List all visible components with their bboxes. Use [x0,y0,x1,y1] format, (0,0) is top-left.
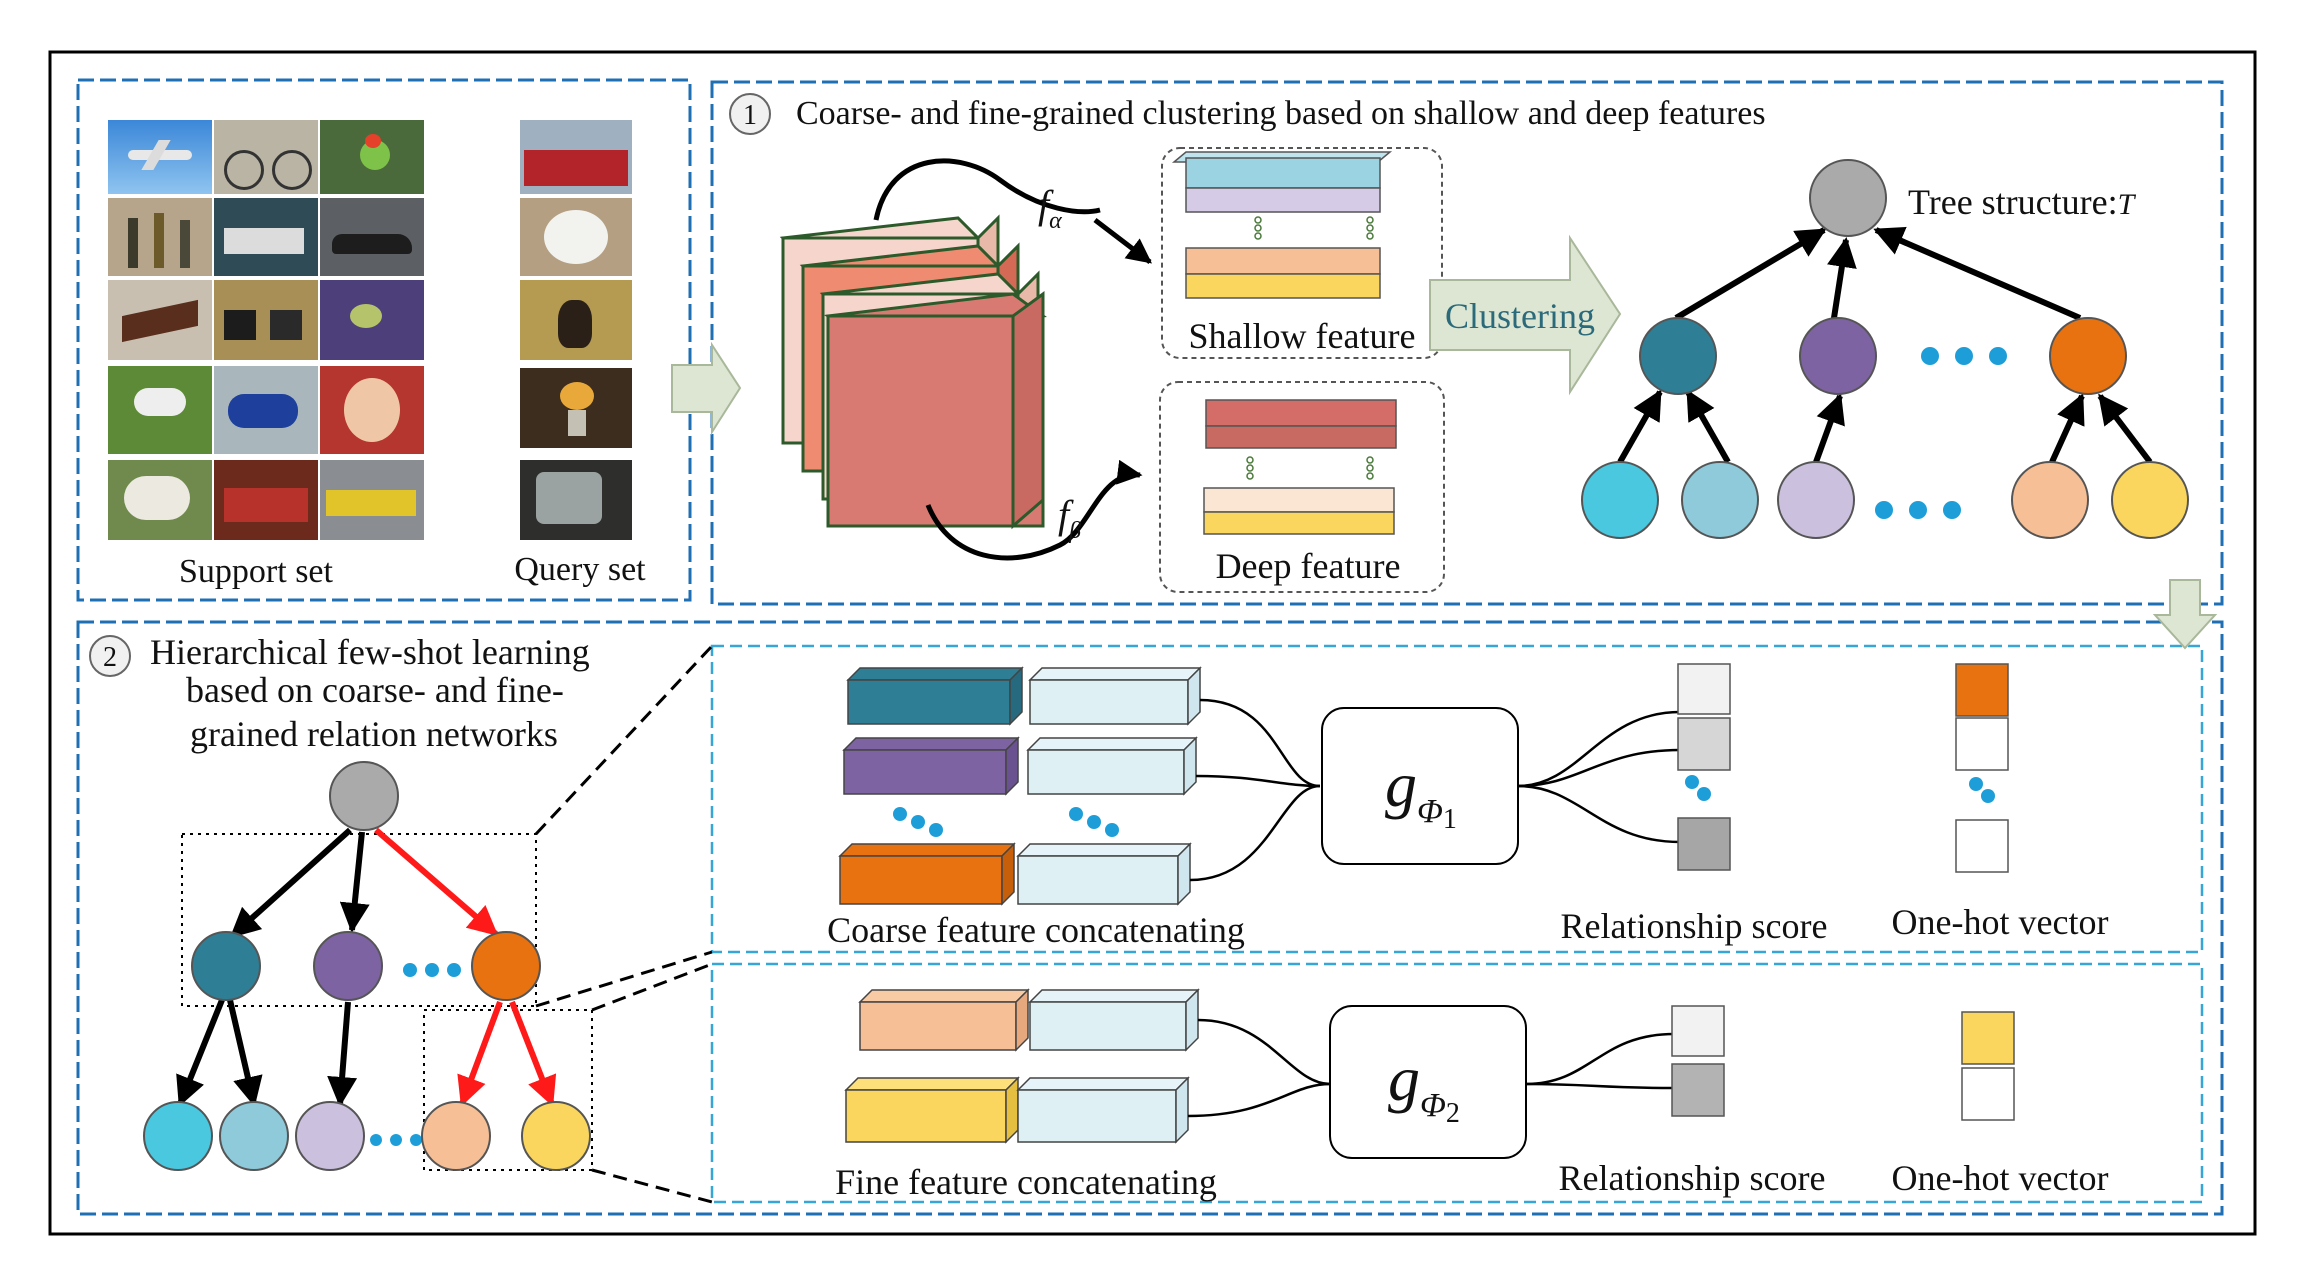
tree-leaf-cyan [1581,461,1659,539]
step1-title: Coarse- and fine-grained clustering base… [796,95,1766,132]
deep-feature-label: Deep feature [1216,546,1401,586]
tree-leaf-lavender [1777,461,1855,539]
tree-node-teal [1639,317,1717,395]
deep-feature-links [1246,456,1374,480]
fine-subpanel [710,962,2204,1204]
support-image-bicycle [214,120,318,194]
support-set-label: Support set [179,553,334,590]
support-image-chair [108,280,212,360]
tree-node-orange [2049,317,2127,395]
fine-connectors [1187,1018,1675,1118]
panel-arrow-right [671,341,742,436]
step1-number-circle [729,93,771,135]
step2-title-line1: Hierarchical few-shot learning [150,632,590,672]
step2-title-line2: based on coarse- and fine- [186,670,564,710]
query-set-label: Query set [514,551,646,588]
support-image-cows [214,280,318,360]
cnn-feature-maps [779,214,1047,530]
g-phi2-label: gΦ2 [1388,1043,1460,1129]
tree-root-node [1809,159,1887,237]
coarse-onehot-label: One-hot vector [1892,902,2109,942]
f-alpha-arrow [873,158,1150,262]
g-phi1-box [1321,707,1519,865]
g-phi2-box [1329,1005,1527,1159]
support-image-table [320,280,424,360]
support-image-sofa [214,460,318,540]
support-image-bird [320,120,424,194]
fine-feature-label: Fine feature concatenating [835,1162,1217,1202]
tree-leaf-lightblue [1681,461,1759,539]
tree-leaf-yellow [2111,461,2189,539]
support-image-horse [108,366,212,454]
shallow-feature-label: Shallow feature [1189,316,1416,356]
coarse-connectors [1189,698,1681,882]
coarse-feature-blocks [838,666,1202,906]
support-query-panel [76,78,692,602]
fine-onehot-label: One-hot vector [1892,1158,2109,1198]
query-image-plant [520,368,632,448]
tree-structure-label: Tree structure:T [1908,182,2137,222]
query-image-tv [520,460,632,540]
fine-feature-blocks [844,988,1200,1144]
clustering-arrow [1429,234,1622,396]
g-phi1-label: gΦ1 [1385,749,1457,835]
coarse-score-squares [1677,663,1731,871]
support-image-baby [320,366,424,454]
coarse-feature-label: Coarse feature concatenating [827,910,1245,950]
query-image-dog [520,280,632,360]
deep-feature-box [1159,381,1445,593]
step2-number-circle [89,635,131,677]
fine-score-label: Relationship score [1559,1158,1826,1198]
support-image-airplane [108,120,212,194]
query-image-cat [520,198,632,276]
coarse-onehot-squares [1955,663,2009,873]
coarse-onehot-dots [1969,777,1995,803]
step2-panel [76,620,2224,1216]
panel-arrow-down [2152,579,2218,650]
tree-leaf-peach [2011,461,2089,539]
support-image-car [320,198,424,276]
coarse-score-dots [1685,775,1711,801]
step2-number: 2 [103,642,117,673]
tree-structure [1581,159,2189,539]
coarse-subpanel [710,644,2204,954]
shallow-feature-layers [1171,151,1393,299]
support-image-motorbike [214,366,318,454]
tree-node-purple [1799,317,1877,395]
hierarchy-tree [143,644,714,1204]
shallow-feature-links [1254,216,1374,240]
f-alpha-symbol: fα [1038,182,1062,234]
query-image-ship [520,120,632,194]
step2-title-line3: grained relation networks [190,714,558,754]
coarse-score-label: Relationship score [1561,906,1828,946]
fine-onehot-squares [1961,1011,2015,1121]
step1-panel [710,80,2224,606]
shallow-feature-box [1161,147,1443,359]
clustering-label: Clustering [1445,296,1595,336]
support-image-bus [214,198,318,276]
deep-feature-layers [1203,399,1397,535]
f-beta-symbol: fβ [1058,492,1081,544]
outer-frame [48,50,2257,1236]
support-image-bottles [108,198,212,276]
step1-number: 1 [743,100,757,131]
f-beta-arrow [925,459,1143,561]
support-image-train [320,460,424,540]
coarse-ellipsis-dots [893,807,1119,837]
fine-score-squares [1671,1005,1725,1117]
support-image-sheep [108,460,212,540]
